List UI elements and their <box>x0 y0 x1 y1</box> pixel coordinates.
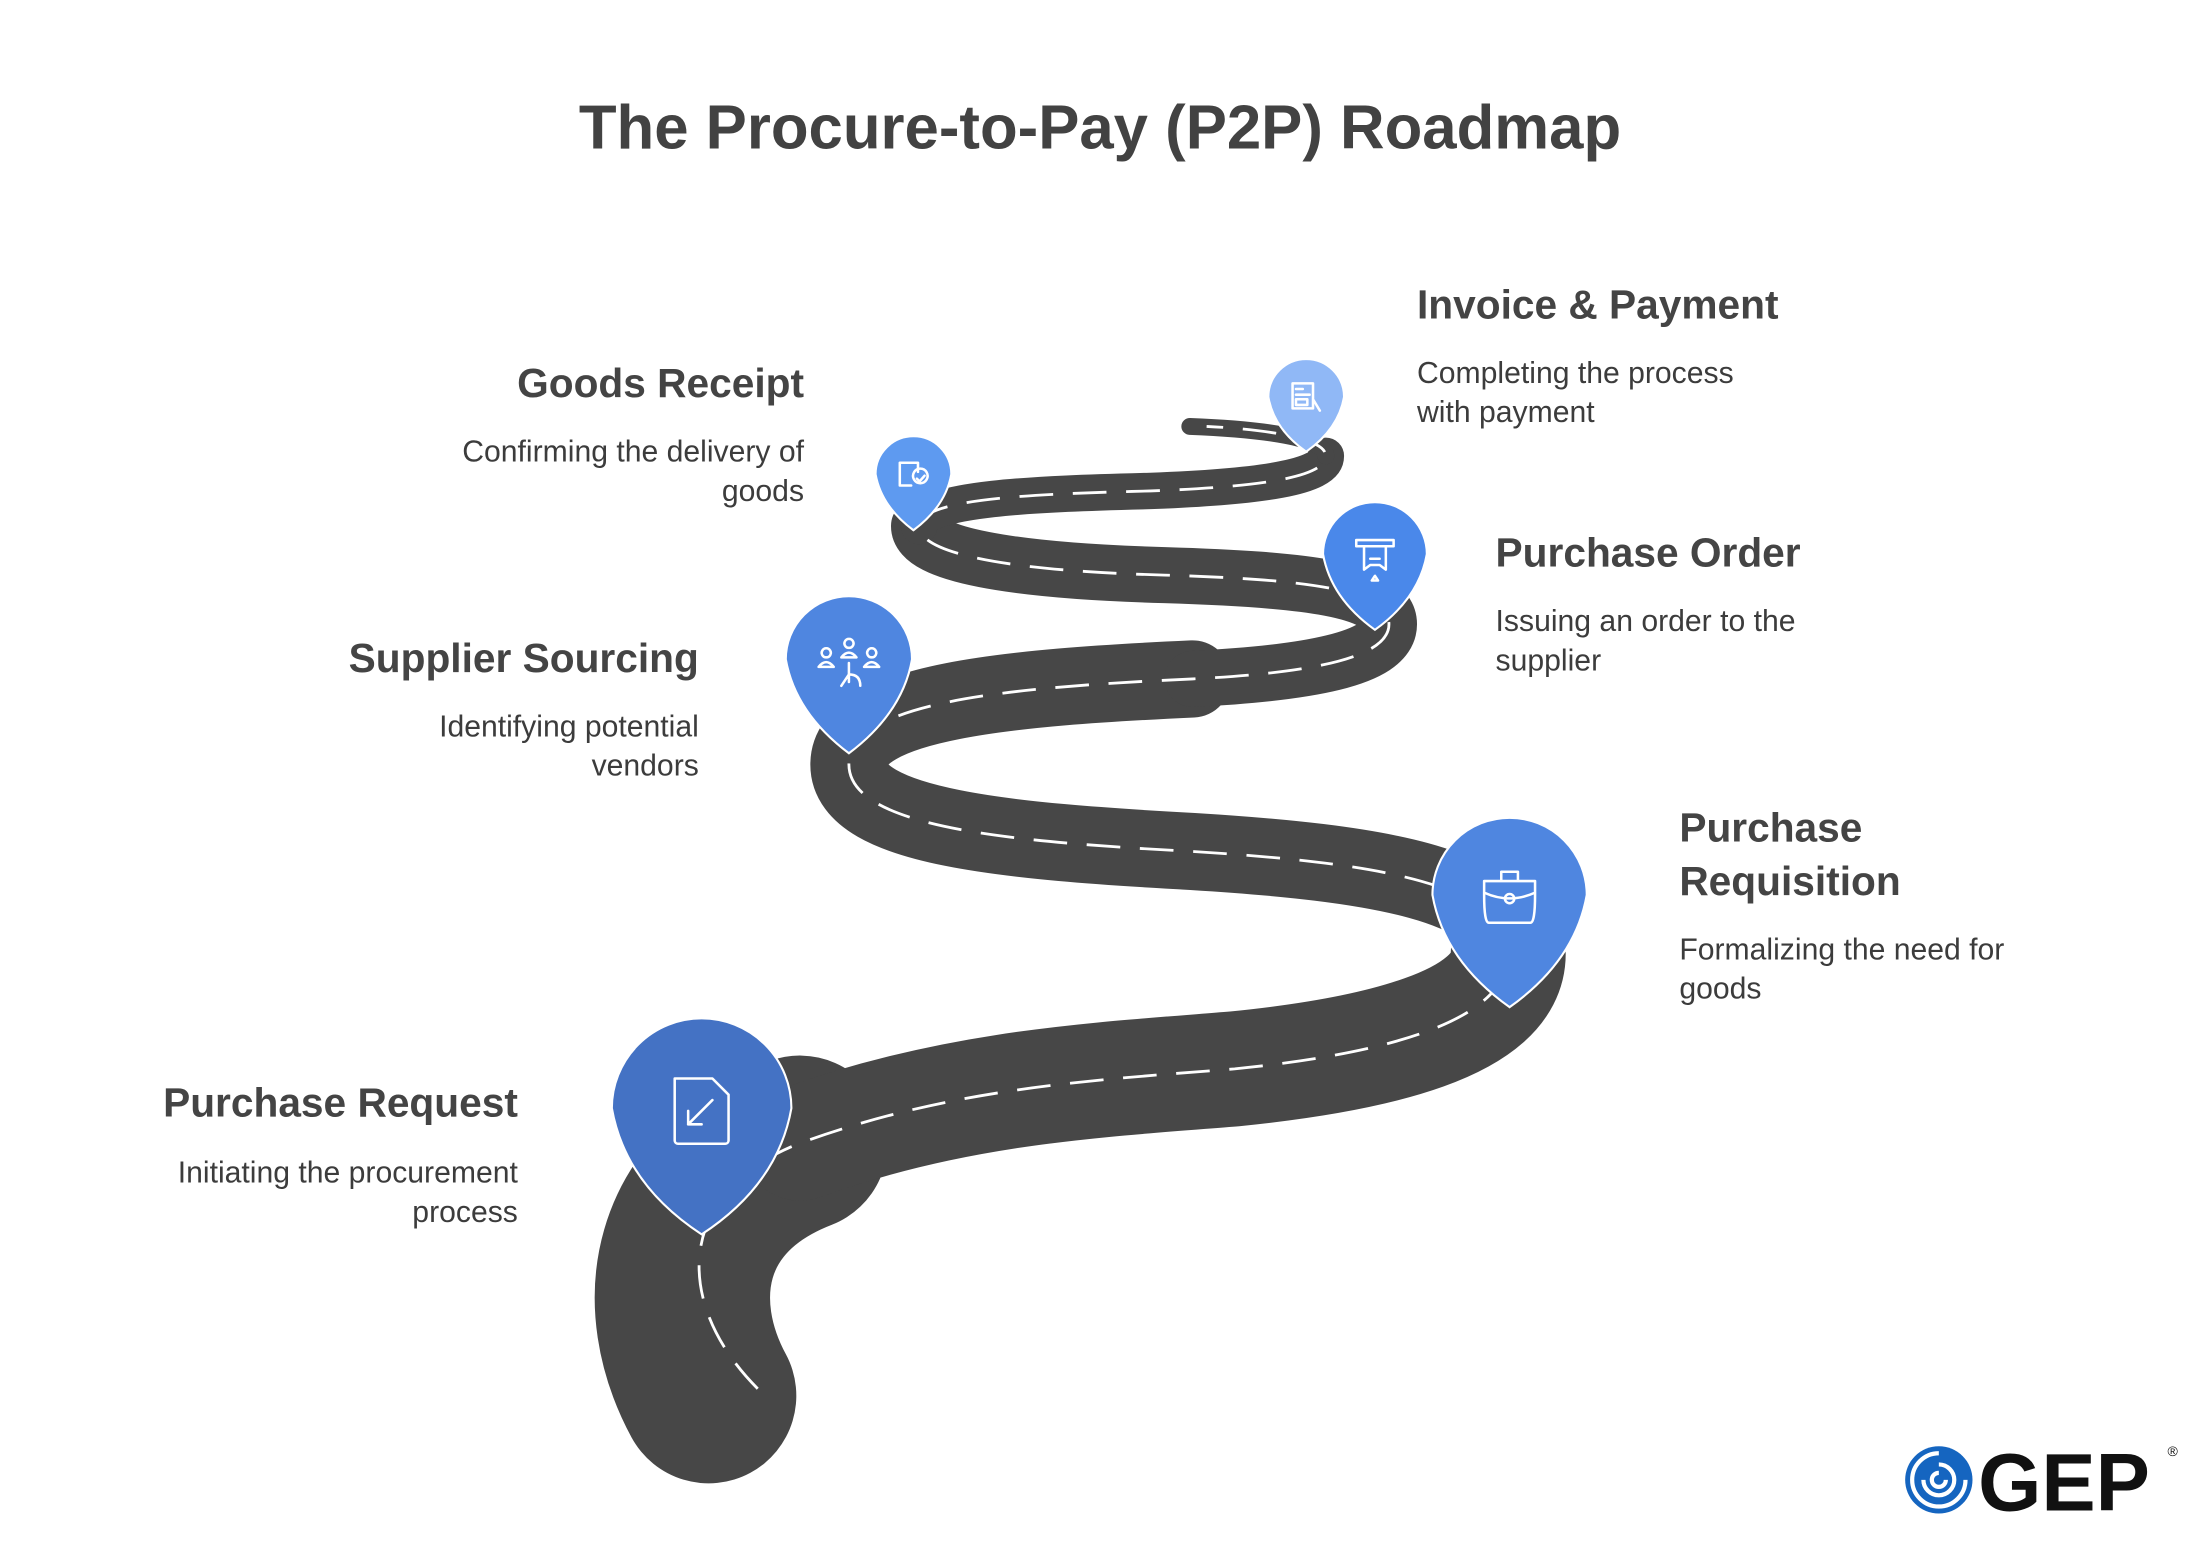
step-heading: Purchase <box>1679 805 1862 851</box>
step-heading: Invoice & Payment <box>1417 281 1779 327</box>
step-heading: Purchase Order <box>1496 530 1801 576</box>
step-description: Issuing an order to the <box>1496 605 1796 638</box>
step-description: Formalizing the need for <box>1679 933 2004 966</box>
step-description: supplier <box>1496 645 1602 678</box>
step-description: vendors <box>592 750 699 783</box>
step-description: goods <box>722 475 804 508</box>
gep-logo: GEP ® <box>1905 1438 2178 1529</box>
step-heading: Requisition <box>1679 858 1900 904</box>
step-purchase-request: Purchase Request Initiating the procurem… <box>163 1080 518 1229</box>
step-purchase-requisition: Purchase Requisition Formalizing the nee… <box>1679 805 2004 1006</box>
road-center-line <box>697 425 1510 1390</box>
invoice-hand-icon <box>1291 382 1322 412</box>
location-pin <box>1431 816 1588 1009</box>
location-pin <box>610 1017 793 1236</box>
step-heading: Goods Receipt <box>517 360 804 406</box>
step-description: Completing the process <box>1417 357 1734 390</box>
box-check-icon <box>898 461 929 487</box>
pin-marker <box>610 1017 793 1236</box>
step-description: process <box>412 1196 518 1229</box>
pin-marker <box>1431 816 1588 1009</box>
step-description: with payment <box>1416 396 1595 429</box>
location-pin <box>874 435 953 532</box>
step-description: Confirming the delivery of <box>462 435 804 468</box>
step-invoice-payment: Invoice & Payment Completing the process… <box>1416 281 1779 429</box>
pin-marker <box>874 435 953 532</box>
logo-text: GEP <box>1978 1438 2150 1529</box>
location-pin <box>1267 358 1346 453</box>
step-goods-receipt: Goods Receipt Confirming the delivery of… <box>462 360 804 508</box>
logo-swirl-icon <box>1905 1446 1973 1514</box>
location-pin <box>1321 501 1428 632</box>
step-heading: Purchase Request <box>163 1080 518 1126</box>
order-receipt-icon <box>1354 538 1395 582</box>
briefcase-icon <box>1482 870 1537 924</box>
registered-mark: ® <box>2167 1443 2178 1459</box>
step-description: goods <box>1679 973 1761 1006</box>
step-purchase-order: Purchase Order Issuing an order to the s… <box>1496 530 1801 678</box>
step-description: Identifying potential <box>439 710 699 743</box>
location-pin <box>784 595 914 755</box>
document-arrow-icon <box>673 1077 730 1145</box>
step-description: Initiating the procurement <box>178 1156 519 1189</box>
step-heading: Supplier Sourcing <box>349 635 699 681</box>
page-title: The Procure-to-Pay (P2P) Roadmap <box>579 94 1621 163</box>
step-supplier-sourcing: Supplier Sourcing Identifying potential … <box>349 635 699 783</box>
people-pointer-icon <box>817 637 881 688</box>
